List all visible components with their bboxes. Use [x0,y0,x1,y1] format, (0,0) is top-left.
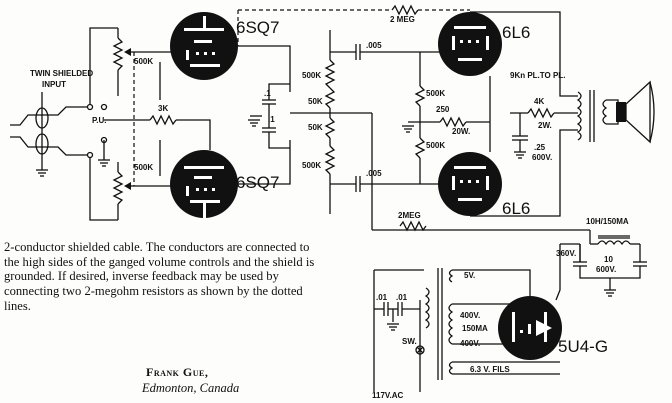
plate-wiring: 4K 2W. .25 600V. 9Kn PL.TO PL. [470,11,578,217]
output-grid-network: 500K 500K 250 20W. [401,52,491,184]
ma150-label: 150MA [462,324,488,333]
v360-label: 360V. [556,249,576,258]
c005-label: .005 [366,169,382,178]
resistor-500k [414,137,426,159]
ground-symbol [35,169,49,177]
plate-load-resistors: 500K 50K 50K 500K [290,30,590,231]
r2meg-label: 2 MEG [390,15,415,24]
r500k-label: 500K [302,71,321,80]
pot-wiper-arrow [124,48,131,56]
volume-controls: 3K 500K 500K [104,28,200,220]
input-label-line1: TWIN SHIELDED [30,69,93,78]
r500k-label: 500K [426,89,445,98]
primary-winding [424,287,430,329]
r4k-label: 4K [534,97,544,106]
tube-label-6l6: 6L6 [502,23,530,42]
tube-5u4g: 5U4-G [498,296,608,360]
r500k-label: 500K [134,163,153,172]
c01-label: .1 [264,89,271,98]
filament-winding-5v [448,269,454,283]
resistor-500k [414,85,426,107]
fils-label: 6.3 V. FILS [470,365,510,374]
tube-label-6sq7: 6SQ7 [236,18,279,37]
resistor-4k [527,107,555,119]
r50k-label: 50K [308,123,323,132]
ground-symbol [386,323,400,331]
pot-wiper-arrow [124,182,131,190]
r2meg-label: 2MEG [398,211,421,220]
r500k-label: 500K [134,57,153,66]
r3k-label: 3K [158,104,168,113]
input-terminal-1 [86,103,94,111]
resistor-3k [149,114,177,126]
pu-terminal-1 [100,103,108,111]
choke-label: 10H/150MA [586,217,629,226]
resistor-2meg [399,220,427,232]
r250-label: 250 [436,105,450,114]
coupling-capacitors: .005 .005 [330,41,444,192]
v600-label: 600V. [596,265,616,274]
ground-symbol [513,151,527,159]
volume-pot-2 [112,171,124,205]
pu-label: P.U. [92,116,107,125]
resistor-500k [324,145,336,175]
filament-winding-6v [448,361,454,375]
c01-label: .1 [268,115,275,124]
output-transformer [576,90,619,142]
r50k-label: 50K [308,97,323,106]
tube-6sq7-bottom: 6SQ7 [170,150,279,218]
credit-location: Edmonton, Canada [142,381,240,395]
tube-label-5u4g: 5U4-G [558,337,608,356]
volume-pot-1 [112,37,124,71]
speaker-icon [616,80,655,144]
tube-6sq7-top: 6SQ7 [170,12,279,80]
c005-label: .005 [366,41,382,50]
tube-6l6-top: 6L6 [438,12,530,76]
ground-symbol [97,159,111,167]
c01-label: .01 [376,293,388,302]
resistor-2meg [391,4,419,16]
ac-label: 117V.AC [372,391,404,400]
ground-symbol [247,119,261,127]
switch-label: SW. [402,337,417,346]
filter-choke [597,240,631,246]
c01-label: .01 [396,293,408,302]
resistor-50k [324,87,336,109]
switch-icon [415,345,425,355]
tube-label-6l6: 6L6 [502,199,530,218]
input-rail-bottom [89,158,118,221]
plpl-label: 9Kn PL.TO PL. [510,71,565,80]
input-terminal-2 [86,151,94,159]
feedback-path: 2 MEG 2MEG [237,4,470,232]
cable-conductor-1 [10,106,88,126]
tube-6l6-bottom: 6L6 [438,152,530,218]
caption-text: 2-conductor shielded cable. The conducto… [4,240,315,313]
input-section: TWIN SHIELDED INPUT P.U. [10,27,118,221]
resistor-50k [324,117,336,139]
v600-label: 600V. [532,153,552,162]
filter-section: 10H/150MA 360V. 10 600V. [555,217,647,301]
ground-symbol [401,125,415,133]
r500k-label: 500K [302,161,321,170]
c10-label: 10 [604,255,613,264]
input-rail-top [89,27,118,104]
cable-conductor-2 [10,136,88,156]
driver-wiring: .1 .1 [200,45,291,185]
credit-author: Frank Gue, [146,365,209,379]
resistor-500k [324,59,336,89]
power-transformer: .01 .01 SW. 117V.AC 5V. 400V. 150MA 400V… [372,268,560,400]
w20-label: 20W. [452,127,470,136]
hv-winding [448,303,454,345]
v5-label: 5V. [464,271,475,280]
input-label-line2: INPUT [42,80,66,89]
tube-label-6sq7: 6SQ7 [236,173,279,192]
v400-label: 400V. [460,311,480,320]
resistor-250 [439,116,467,128]
ground-symbol [603,289,617,297]
w2-label: 2W. [538,121,552,130]
c25-label: .25 [534,143,546,152]
r500k-label: 500K [426,141,445,150]
